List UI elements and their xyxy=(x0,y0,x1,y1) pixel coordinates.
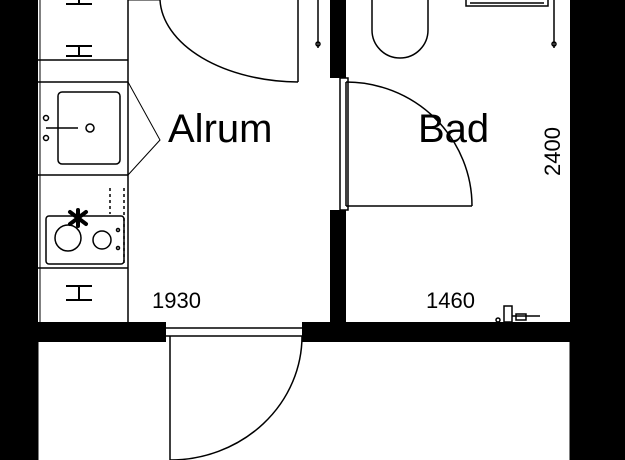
horizontal-wall-left xyxy=(38,322,166,342)
cabinet-marker-lower xyxy=(66,285,92,301)
entrance-door xyxy=(166,327,303,460)
dimension-bad-depth: 2400 xyxy=(540,127,565,176)
right-outer-wall xyxy=(570,0,625,460)
alrum-door-top xyxy=(159,0,299,83)
toilet-icon xyxy=(371,0,429,59)
bathroom-door xyxy=(339,77,473,211)
partition-wall-lower xyxy=(330,210,346,340)
left-outer-wall xyxy=(0,0,38,460)
partition-wall-upper xyxy=(330,0,346,78)
kitchen-sink-icon xyxy=(42,91,121,165)
bath-faucet-icon xyxy=(495,305,540,323)
horizontal-wall-right xyxy=(302,322,570,342)
cooktop-icon xyxy=(45,188,125,265)
room-label-bad: Bad xyxy=(418,107,489,151)
cabinet-marker-upper xyxy=(66,45,92,57)
room-label-alrum: Alrum xyxy=(168,107,272,151)
lower-room-lines xyxy=(37,342,571,460)
exhaust-fan-icon xyxy=(68,208,88,228)
cabinet-markers xyxy=(66,0,92,301)
kitchen-counter xyxy=(38,0,161,322)
bathroom-fixtures xyxy=(315,0,557,48)
dimension-alrum-width: 1930 xyxy=(152,288,201,313)
dimension-bad-width: 1460 xyxy=(426,288,475,313)
cabinet-marker-top xyxy=(66,0,92,5)
